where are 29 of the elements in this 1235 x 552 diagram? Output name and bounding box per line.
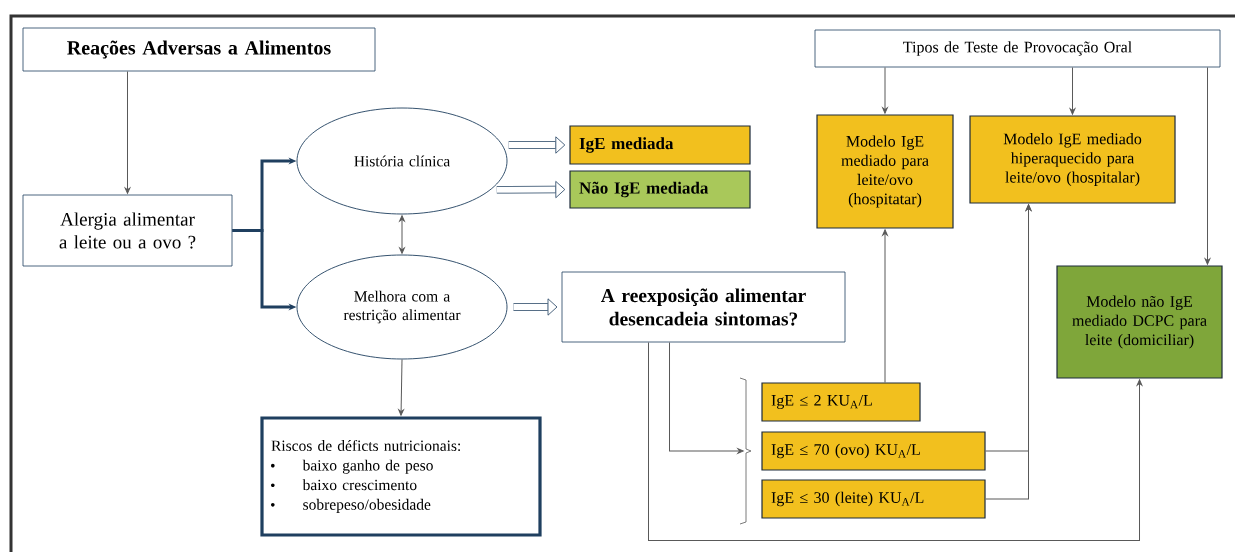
arrow [648, 341, 1143, 541]
threshold-box: IgE ≤ 30 (leite) KU$_{A}$/L [761, 479, 986, 519]
threshold-box: IgE ≤ 70 (ovo) KU$_{A}$/L [761, 431, 986, 471]
result-box: Não IgE mediada [569, 170, 751, 209]
list-item: baixo crescimento [271, 479, 417, 491]
model-box: Modelo IgE mediado hiperaquecido para leite/ovo (hospitalar) [969, 115, 1176, 204]
block-arrow [496, 181, 566, 199]
result-box: IgE mediada [569, 125, 751, 165]
model-box: Modelo IgE mediado para leite/ovo (hospitatar) [816, 114, 954, 229]
arrow [985, 204, 1032, 500]
question-box: A reexposição alimentar desencadeia sintomas? [561, 271, 846, 343]
arrow [1069, 66, 1076, 115]
heading-box: Tipos de Teste de Provocação Oral [814, 29, 1221, 68]
list-item: baixo ganho de peso [271, 459, 433, 474]
arrow [669, 341, 744, 454]
arrow [882, 229, 888, 383]
block-arrow [513, 298, 558, 316]
model-box: Modelo não IgE mediado DCPC para leite (domiciliar) [1056, 265, 1223, 379]
question-box: Alergia alimentar a leite ou a ovo ? [22, 194, 233, 267]
arrow [398, 358, 404, 416]
risk-box: Riscos de déficts nutricionais: baixo ganho de peso baixo crescimento sobrepeso/obesidade [260, 416, 542, 537]
title-box: Reações Adversas a Alimentos [22, 27, 376, 72]
block-arrow [508, 136, 566, 154]
threshold-box: IgE ≤ 2 KU$_{A}$/L [761, 382, 921, 422]
arrow [882, 66, 888, 114]
list-item: sobrepeso/obesidade [271, 498, 431, 513]
arrow [1204, 66, 1211, 265]
arrow [124, 70, 131, 194]
arrow [399, 215, 405, 254]
